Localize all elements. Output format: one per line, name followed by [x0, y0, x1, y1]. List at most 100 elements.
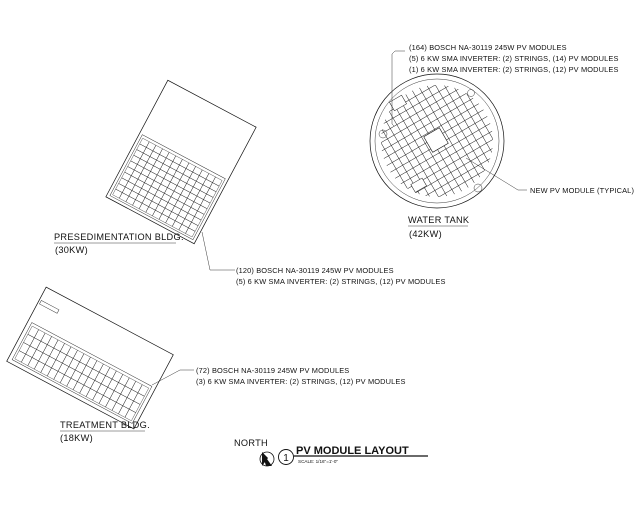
- pv-module: [426, 112, 438, 123]
- title-block: NORTH 1 PV MODULE LAYOUT SCALE: 1/16"=1'…: [234, 438, 428, 467]
- pv-module: [186, 177, 197, 188]
- pv-module: [172, 155, 183, 166]
- pv-module: [77, 373, 89, 386]
- pv-module: [128, 175, 139, 186]
- pv-module: [57, 362, 70, 375]
- pv-module: [404, 133, 416, 145]
- pv-module: [85, 356, 98, 369]
- pv-module: [167, 196, 178, 207]
- pv-module: [72, 381, 85, 394]
- pv-module: [23, 334, 35, 347]
- pv-module: [191, 216, 202, 226]
- pv-module: [439, 148, 451, 160]
- pv-module: [196, 175, 207, 185]
- pv-module: [107, 378, 119, 391]
- pv-module: [464, 177, 476, 189]
- pv-module: [381, 149, 389, 160]
- pv-module: [185, 162, 196, 173]
- pv-module: [492, 135, 493, 147]
- pv-module: [181, 218, 192, 229]
- pv-module: [433, 169, 445, 181]
- pv-module: [381, 135, 382, 147]
- pv-module: [68, 358, 80, 371]
- pv-module: [406, 167, 418, 179]
- pv-module: [462, 143, 474, 155]
- pv-module: [476, 153, 488, 165]
- pv-module: [112, 188, 123, 199]
- pv-module: [132, 199, 143, 210]
- pv-module: [393, 131, 405, 142]
- tank-note-line: (164) BOSCH NA-30119 245W PV MODULES: [409, 43, 567, 52]
- pv-module: [143, 147, 154, 157]
- pv-module: [187, 207, 198, 217]
- pv-module: [145, 206, 156, 217]
- pv-module: [173, 170, 184, 181]
- treatment-note-leader: [151, 369, 194, 386]
- tank-capacity: (42KW): [409, 229, 442, 239]
- pv-module: [454, 175, 466, 186]
- pv-module: [477, 170, 489, 182]
- pv-module: [187, 192, 198, 202]
- pv-module: [458, 137, 470, 149]
- pv-module: [432, 152, 444, 164]
- treatment-note-line: (3) 6 KW SMA INVERTER: (2) STRINGS, (12)…: [196, 377, 406, 386]
- pv-module: [367, 130, 377, 140]
- pv-module: [49, 347, 61, 360]
- pv-module: [456, 147, 467, 159]
- pv-module: [197, 204, 208, 215]
- pv-module: [392, 114, 404, 125]
- pv-module: [140, 167, 151, 178]
- tank-note-leader: [391, 50, 405, 127]
- pv-module: [173, 185, 184, 195]
- pv-module: [409, 113, 421, 124]
- pv-module: [98, 395, 111, 408]
- pv-module: [384, 145, 396, 157]
- pv-module: [398, 154, 410, 166]
- pv-module: [411, 146, 423, 158]
- pv-module: [420, 115, 432, 127]
- pv-module: [153, 174, 165, 185]
- pv-module: [144, 176, 155, 187]
- pv-module: [137, 384, 149, 397]
- pv-module: [437, 114, 448, 126]
- pv-module: [382, 111, 394, 123]
- pv-module: [455, 130, 466, 142]
- pv-module: [359, 116, 369, 126]
- pv-module: [75, 361, 87, 374]
- north-arrow-icon: [259, 451, 275, 467]
- pv-module: [129, 400, 141, 413]
- pv-module: [415, 153, 427, 165]
- pv-module: [460, 171, 472, 183]
- treatment-building: [6, 286, 174, 430]
- pv-module: [124, 408, 136, 422]
- pv-module: [156, 169, 168, 179]
- pv-module: [146, 156, 157, 166]
- pv-module: [481, 115, 493, 127]
- pv-module: [450, 168, 462, 180]
- pv-module: [164, 202, 175, 212]
- pv-module: [413, 119, 425, 131]
- pv-module: [402, 161, 414, 173]
- pv-module: [116, 393, 128, 406]
- pv-module: [418, 85, 429, 93]
- pv-module: [111, 370, 124, 383]
- pv-module: [381, 138, 392, 150]
- pv-module: [445, 189, 456, 197]
- water-tank: [359, 50, 527, 209]
- pv-module: [408, 96, 420, 107]
- pv-module: [443, 172, 455, 184]
- pv-module: [388, 151, 400, 163]
- pv-module: [399, 171, 411, 183]
- pv-module: [111, 402, 124, 415]
- pv-module: [184, 212, 195, 223]
- pv-module: [456, 103, 468, 115]
- new-module-label: NEW PV MODULE (TYPICAL): [530, 186, 634, 195]
- pv-module: [179, 159, 190, 169]
- pv-module: [471, 174, 483, 185]
- pv-module: [62, 354, 74, 367]
- pv-module: [416, 109, 428, 121]
- pv-module: [183, 183, 194, 193]
- presedimentation-building: [105, 79, 257, 245]
- pv-module: [155, 204, 166, 214]
- pv-module: [399, 110, 411, 122]
